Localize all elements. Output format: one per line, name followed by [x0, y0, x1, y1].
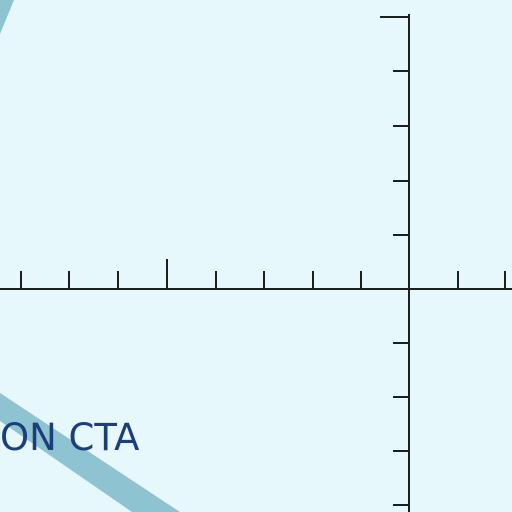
airspace-class-label: ON CTA [0, 416, 140, 459]
airspace-boundary-band-lower [0, 393, 180, 512]
longitude-line-ticks [380, 16, 409, 506]
airspace-boundary-band-upper [0, 0, 14, 34]
latitude-line-ticks [20, 259, 506, 289]
